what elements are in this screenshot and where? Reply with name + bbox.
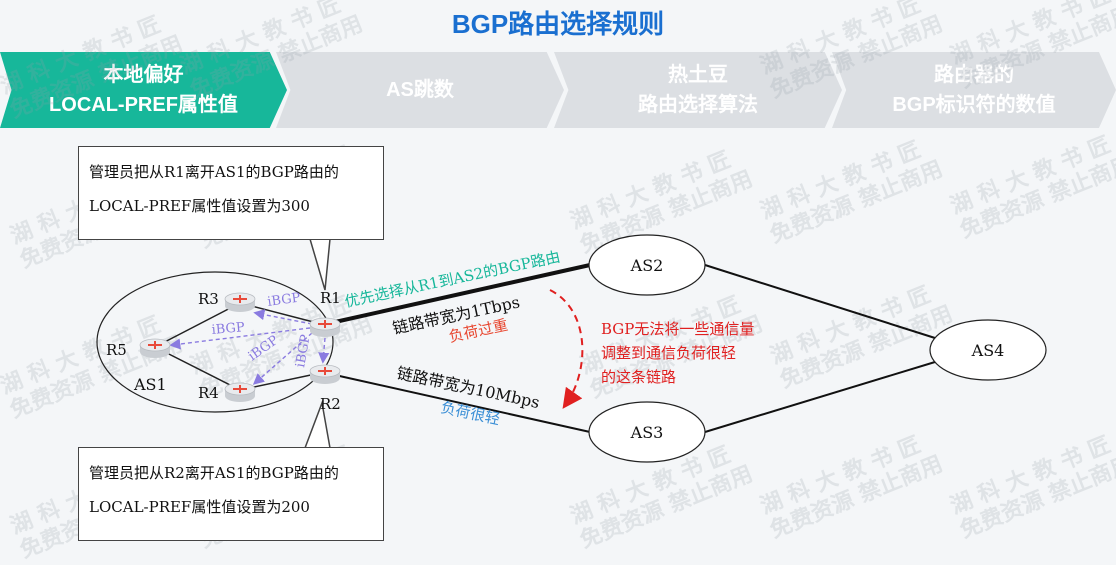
note-line-2: 调整到通信负荷很轻 xyxy=(601,344,736,362)
as3-node xyxy=(588,401,706,463)
step-label: 路由器的 xyxy=(934,64,1014,86)
router-r1-label: R1 xyxy=(320,289,341,307)
callout-line: 管理员把从R2离开AS1的BGP路由的 xyxy=(89,464,339,482)
callout-pointer xyxy=(308,238,331,291)
as4-label: AS4 xyxy=(971,341,1005,360)
callout-r2-local-pref: 管理员把从R2离开AS1的BGP路由的 LOCAL-PREF属性值设置为200 xyxy=(78,447,384,541)
link-r1-as2 xyxy=(334,263,591,324)
step-as-hops[interactable]: AS跳数 xyxy=(276,52,564,128)
rule-steps: 本地偏好 LOCAL-PREF属性值 AS跳数 热土豆路由选择算法 路由器的 BGP… xyxy=(0,52,1116,128)
as2-label: AS2 xyxy=(630,256,664,275)
router-r4-icon xyxy=(224,382,256,403)
link-as2-as4 xyxy=(704,264,936,339)
link-r5-r4 xyxy=(154,346,241,391)
step-bgp-id[interactable]: 路由器的 BGP标识符的数值 xyxy=(832,52,1116,128)
link-as3-as4 xyxy=(704,361,936,433)
link-r2-as3 xyxy=(334,374,591,433)
as3-label: AS3 xyxy=(630,423,664,442)
router-r5-label: R5 xyxy=(106,341,127,359)
link2-load-label: 负荷很轻 xyxy=(439,398,501,428)
as1-boundary xyxy=(96,271,334,413)
ibgp-arrow-r4 xyxy=(252,332,313,385)
adjust-traffic-arrow xyxy=(549,289,584,409)
note-line-3: 的这条链路 xyxy=(601,368,676,386)
as2-node xyxy=(588,234,706,296)
router-r4-label: R4 xyxy=(198,384,219,402)
step-label: AS跳数 xyxy=(386,79,454,101)
step-label: 本地偏好 xyxy=(103,64,184,86)
step-sublabel: 路由选择算法 xyxy=(638,94,758,116)
router-r2-label: R2 xyxy=(320,395,341,413)
network-diagram: iBGP iBGP iBGP iBGP R3 R5 R4 R1 R2 AS1 A… xyxy=(96,234,1047,463)
ibgp-arrow-r5 xyxy=(169,327,311,350)
callout-line: 管理员把从R1离开AS1的BGP路由的 xyxy=(89,163,339,181)
ibgp-label: iBGP xyxy=(266,290,301,309)
router-r3-label: R3 xyxy=(198,290,219,308)
as1-label: AS1 xyxy=(133,375,167,394)
ibgp-label: iBGP xyxy=(293,333,314,368)
as4-node xyxy=(929,319,1047,381)
step-sublabel: LOCAL-PREF属性值 xyxy=(49,94,238,116)
step-local-pref[interactable]: 本地偏好 LOCAL-PREF属性值 xyxy=(0,52,287,128)
ibgp-arrow-r3 xyxy=(253,309,313,325)
router-r3-icon xyxy=(224,292,256,313)
callout-line: LOCAL-PREF属性值设置为300 xyxy=(89,197,310,215)
callout-line: LOCAL-PREF属性值设置为200 xyxy=(89,498,310,516)
router-r2-icon xyxy=(309,364,341,385)
callout-r1-local-pref: 管理员把从R1离开AS1的BGP路由的 LOCAL-PREF属性值设置为300 xyxy=(78,146,384,240)
ibgp-label: iBGP xyxy=(246,333,282,364)
step-hot-potato[interactable]: 热土豆路由选择算法 xyxy=(554,52,842,128)
note-line-1: BGP无法将一些通信量 xyxy=(601,320,754,338)
router-r5-icon xyxy=(139,338,171,359)
router-r1-icon xyxy=(309,317,341,338)
ibgp-arrow-r2 xyxy=(318,337,330,364)
page-title: BGP路由选择规则 xyxy=(451,9,665,39)
link-r5-r3 xyxy=(154,302,241,348)
step-label: 热土豆 xyxy=(668,64,728,86)
step-sublabel: BGP标识符的数值 xyxy=(892,94,1056,116)
ibgp-label: iBGP xyxy=(211,320,246,338)
